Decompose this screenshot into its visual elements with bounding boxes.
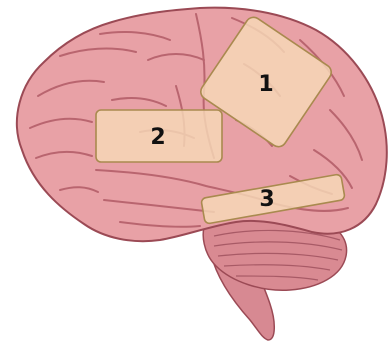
- region-2: 2: [96, 110, 222, 162]
- region-2-label: 2: [150, 125, 165, 150]
- region-1-label: 1: [258, 72, 273, 97]
- region-3-label: 3: [259, 187, 274, 212]
